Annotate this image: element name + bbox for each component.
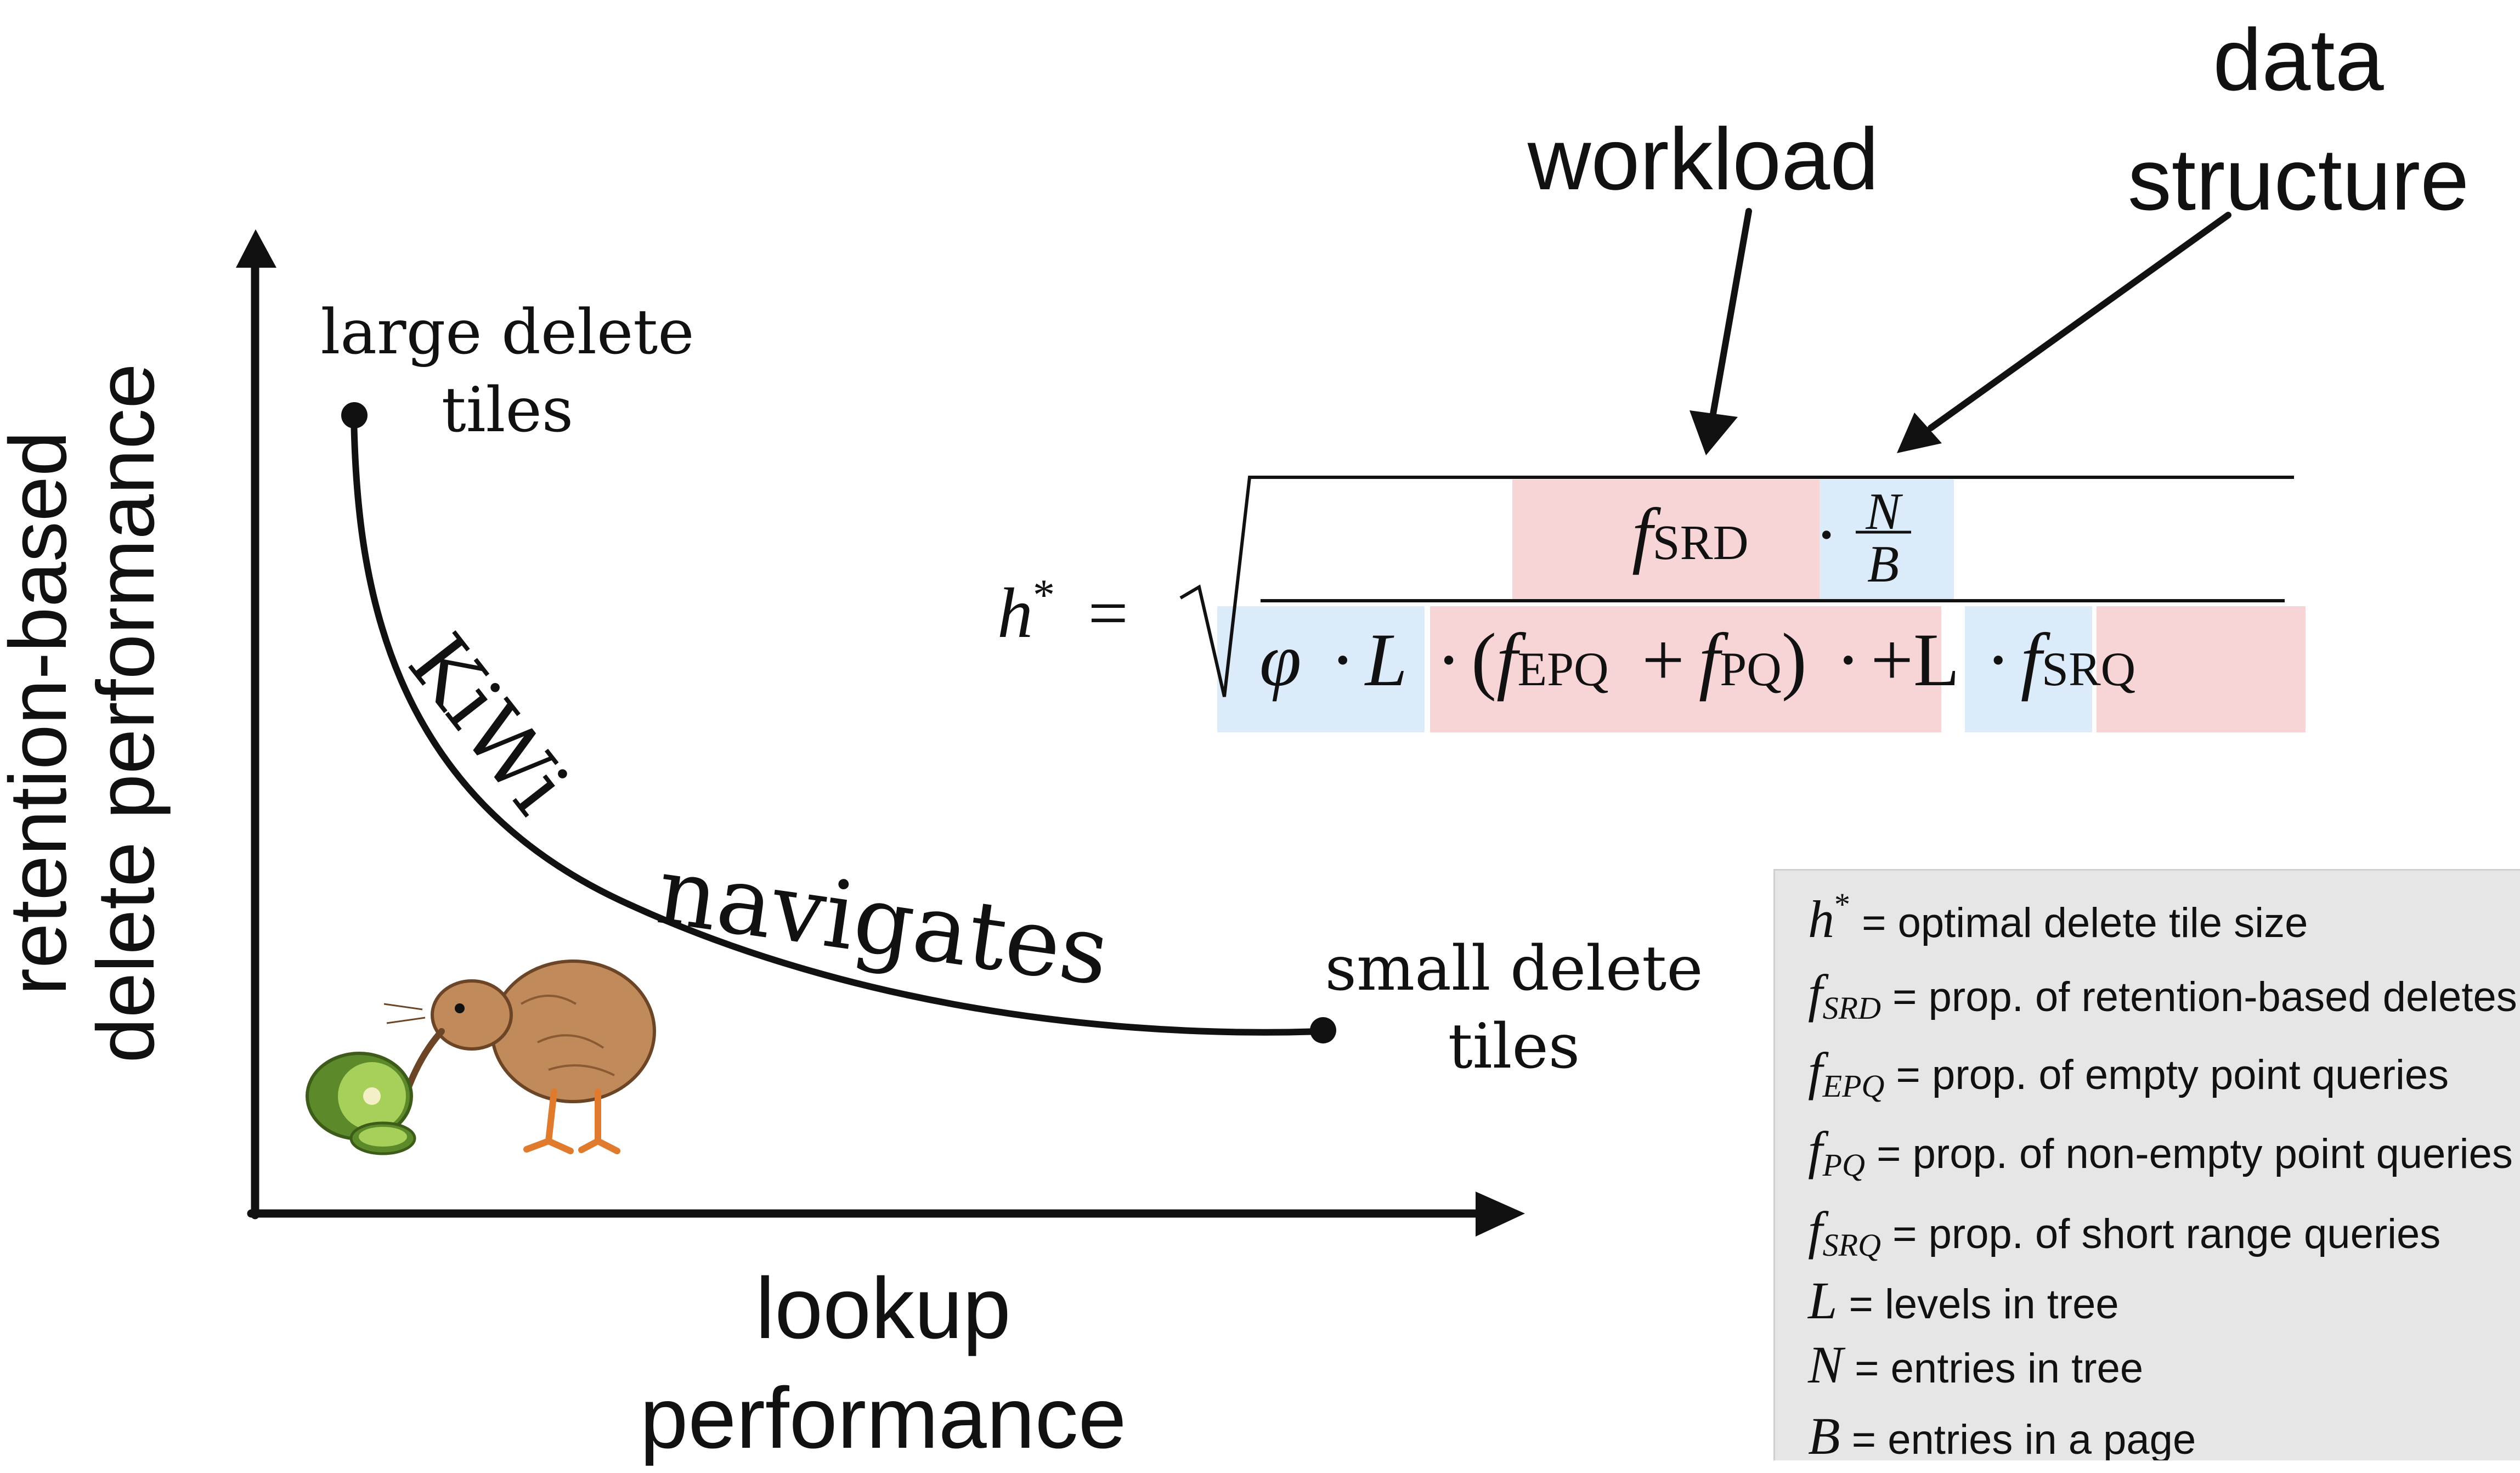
- legend-row-N: N = entries in tree: [1808, 1334, 2143, 1395]
- legend-row-L: L = levels in tree: [1808, 1270, 2119, 1330]
- legend-symbol-L: L: [1808, 1271, 1838, 1330]
- den-f-srq: f: [2020, 618, 2042, 702]
- legend-text-fsrd: = prop. of retention-based deletes: [1892, 974, 2517, 1020]
- den-dot-4: ·: [1985, 618, 2011, 702]
- structure-arrow: [1897, 212, 2231, 453]
- numerator-workload-box: [1512, 479, 1820, 601]
- legend-row-fsrq: fSRQ = prop. of short range queries: [1808, 1200, 2441, 1263]
- den-plus-L: +L: [1871, 618, 1957, 702]
- legend-symbol-fepq: fEPQ: [1808, 1042, 1885, 1104]
- kiwi-bird-illustration: [306, 960, 656, 1155]
- small-delete-tiles-line1: small delete: [1325, 933, 1703, 1004]
- den-close-paren: ): [1781, 618, 1807, 702]
- y-axis-label-line2: delete performance: [81, 363, 171, 1063]
- legend-symbol-N: N: [1808, 1335, 1844, 1394]
- workload-arrow: [1690, 208, 1752, 455]
- legend-row-fepq: fEPQ = prop. of empty point queries: [1808, 1041, 2449, 1104]
- legend-text-N: = entries in tree: [1855, 1345, 2144, 1392]
- den-f-srq-sub: SRQ: [2042, 643, 2136, 696]
- legend-text-B: = entries in a page: [1851, 1416, 2196, 1460]
- data-structure-label: data structure: [2128, 0, 2469, 239]
- den-dot-3: ·: [1835, 618, 1861, 702]
- formula-lhs-var: h: [997, 574, 1033, 653]
- data-structure-line2: structure: [2127, 130, 2470, 228]
- small-delete-tiles-label: small delete tiles: [1325, 930, 1703, 1086]
- den-plus: +: [1642, 618, 1685, 702]
- den-phi: φ: [1259, 618, 1302, 702]
- denominator-structure-box-2: [1965, 606, 2092, 732]
- x-axis-label-line1: lookup: [755, 1260, 1011, 1357]
- legend-text-fepq: = prop. of empty point queries: [1896, 1052, 2449, 1098]
- legend-row-B: B = entries in a page: [1808, 1406, 2196, 1460]
- curve-end-marker: [1310, 1017, 1336, 1043]
- legend-row-h: h* = optimal delete tile size: [1808, 886, 2308, 949]
- data-structure-line1: data: [2213, 10, 2384, 109]
- legend-row-fsrd: fSRD = prop. of retention-based deletes: [1808, 963, 2517, 1026]
- legend-panel: h* = optimal delete tile size fSRD = pro…: [1773, 869, 2520, 1460]
- legend-text-fpq: = prop. of non-empty point queries: [1877, 1131, 2513, 1177]
- large-delete-tiles-label: large delete tiles: [320, 294, 694, 449]
- den-f-epq: f: [1496, 618, 1518, 702]
- formula-numerator-B: B: [1867, 535, 1900, 593]
- den-f-pq: f: [1698, 618, 1720, 702]
- y-axis-label-line1: retention-based: [0, 431, 83, 996]
- small-delete-tiles-line2: tiles: [1448, 1011, 1580, 1082]
- num-f-sub: SRD: [1652, 516, 1749, 570]
- y-axis-label: retention-based delete performance: [0, 363, 171, 1063]
- numerator-structure-box: [1820, 479, 1954, 601]
- curve-start-marker: [341, 402, 368, 428]
- den-f-pq-sub: PQ: [1720, 643, 1782, 696]
- den-dot-2: ·: [1436, 618, 1462, 702]
- large-delete-tiles-line1: large delete: [320, 297, 694, 368]
- denominator-workload-box-1: [1430, 606, 1941, 732]
- large-delete-tiles-line2: tiles: [441, 375, 574, 446]
- legend-symbol-fsrd: fSRD: [1808, 964, 1881, 1026]
- legend-row-fpq: fPQ = prop. of non-empty point queries: [1808, 1120, 2513, 1183]
- workload-label: workload: [1527, 110, 1879, 208]
- formula-equals: =: [1088, 574, 1128, 653]
- formula-numerator-dot: ·: [1815, 495, 1839, 574]
- formula-numerator-f-srd: fSRD: [1632, 494, 1749, 584]
- x-axis-label-line2: performance: [640, 1370, 1127, 1466]
- denominator-structure-box-1: [1217, 606, 1425, 732]
- legend-text-fsrq: = prop. of short range queries: [1892, 1211, 2441, 1257]
- y-axis: [236, 229, 276, 1220]
- den-dot-1: ·: [1330, 618, 1355, 702]
- tradeoff-curve: [351, 412, 1325, 1036]
- den-f-epq-sub: EPQ: [1517, 643, 1609, 696]
- den-open-paren: (: [1471, 618, 1497, 702]
- legend-symbol-h: h*: [1808, 887, 1850, 949]
- legend-text-L: = levels in tree: [1849, 1281, 2119, 1328]
- x-axis: [247, 1192, 1525, 1237]
- formula-denominator: φ ·L ·(fEPQ +fPQ) ·+L ·fSRQ: [1259, 613, 2135, 716]
- denominator-workload-box-2: [2097, 606, 2306, 732]
- legend-symbol-fpq: fPQ: [1808, 1121, 1865, 1183]
- legend-symbol-B: B: [1808, 1407, 1840, 1460]
- legend-symbol-fsrq: fSRQ: [1808, 1201, 1881, 1263]
- formula-lhs-sup: *: [1033, 571, 1055, 619]
- formula-lhs: h* =: [997, 554, 1128, 654]
- den-L: L: [1365, 618, 1408, 702]
- x-axis-label: lookup performance: [640, 1254, 1127, 1473]
- num-f: f: [1632, 494, 1653, 575]
- legend-text-h: = optimal delete tile size: [1862, 900, 2308, 946]
- radical-sign: [1179, 476, 2294, 697]
- formula-numerator-N: N: [1866, 482, 1901, 540]
